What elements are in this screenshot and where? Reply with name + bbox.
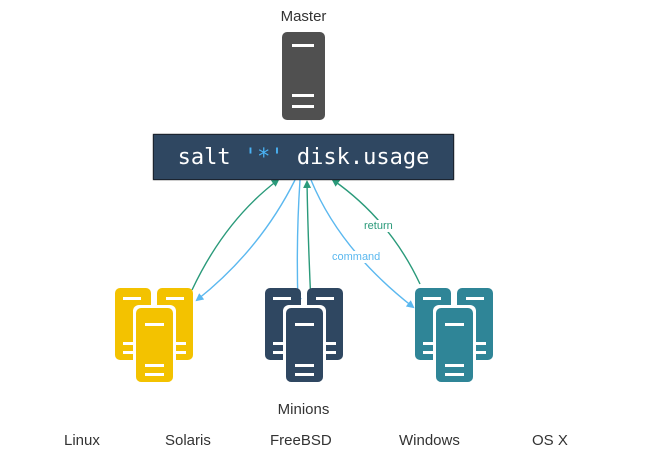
return-arrow-windows	[331, 178, 421, 285]
return-label: return	[363, 220, 394, 232]
os-label-windows: Windows	[399, 432, 460, 449]
command-box: salt '*' disk.usage	[153, 134, 454, 180]
os-label-solaris: Solaris	[165, 432, 211, 449]
command-target: '*'	[243, 144, 284, 170]
command-arrow-freebsd	[293, 179, 302, 306]
minion-group-linux-solaris-icon	[115, 288, 193, 385]
command-arrow-linux	[195, 179, 296, 302]
minion-group-freebsd-icon	[265, 288, 343, 385]
command-prefix: salt	[177, 144, 244, 170]
os-label-freebsd: FreeBSD	[270, 432, 332, 449]
flow-arrows	[191, 178, 421, 309]
os-label-osx: OS X	[532, 432, 568, 449]
minions-label: Minions	[277, 401, 330, 418]
minion-group-windows-osx-icon	[415, 288, 493, 385]
master-server-icon	[282, 32, 325, 120]
command-arrow-windows	[310, 179, 415, 309]
return-arrow-linux	[191, 178, 280, 291]
return-arrow-freebsd	[303, 180, 312, 305]
os-label-linux: Linux	[64, 432, 100, 449]
command-suffix: disk.usage	[283, 144, 430, 170]
master-label: Master	[280, 8, 327, 25]
command-label: command	[331, 251, 382, 263]
